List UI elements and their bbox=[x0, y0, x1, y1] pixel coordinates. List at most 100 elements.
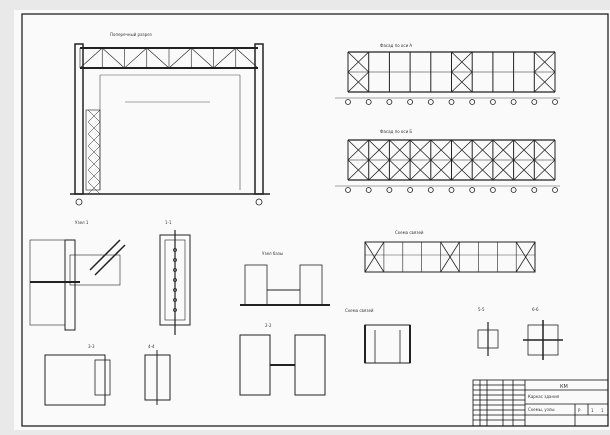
truss-diagonal bbox=[168, 47, 192, 69]
truss-diagonal bbox=[191, 47, 214, 69]
axis-bubble bbox=[365, 99, 372, 105]
drawing-line bbox=[409, 139, 432, 161]
drawing-line bbox=[513, 159, 535, 181]
section-3-outline bbox=[44, 354, 106, 406]
axis-bubble bbox=[510, 99, 517, 105]
drawing-line bbox=[430, 139, 452, 161]
axis-bubble bbox=[427, 99, 434, 105]
drawing-line bbox=[534, 139, 556, 161]
axis-bubble bbox=[531, 187, 538, 193]
axis-bubble bbox=[448, 187, 455, 193]
axis-bubble bbox=[345, 99, 351, 105]
column-brace bbox=[87, 145, 101, 159]
title-frame-section: Поперечный разрез bbox=[110, 32, 152, 37]
axis-bubble bbox=[510, 187, 517, 193]
title-block-sheet: 1 bbox=[591, 408, 594, 413]
axis-bubble bbox=[365, 187, 372, 193]
column-brace bbox=[87, 169, 101, 183]
truss-diagonal bbox=[213, 47, 236, 69]
title-base-node: Узел базы bbox=[262, 251, 283, 256]
bolt bbox=[173, 268, 177, 272]
drawing-line bbox=[347, 159, 369, 181]
title-block-row1: Каркас здания bbox=[528, 394, 560, 399]
axis-bubble bbox=[386, 187, 393, 193]
column-bracing bbox=[85, 109, 101, 191]
axis-bubble bbox=[469, 187, 476, 193]
axis-bubble bbox=[255, 198, 263, 206]
axis-bubble bbox=[552, 99, 558, 105]
bolt bbox=[173, 298, 177, 302]
drawing-line bbox=[389, 159, 411, 181]
title-elevation-a: Фасад по оси А bbox=[380, 43, 412, 48]
bolt bbox=[173, 278, 177, 282]
truss-diagonal bbox=[146, 47, 170, 69]
drawing-line bbox=[471, 159, 494, 181]
node-gusset bbox=[69, 254, 121, 286]
title-section-5: 5-5 bbox=[478, 307, 485, 312]
drawing-line bbox=[347, 71, 369, 93]
axis-bubble bbox=[552, 187, 558, 193]
title-block-sheets: 1 bbox=[601, 408, 604, 413]
title-section-1: 1-1 bbox=[165, 220, 172, 225]
axis-bubble bbox=[386, 99, 393, 105]
axis-bubble bbox=[345, 187, 351, 193]
drawing-line bbox=[347, 139, 369, 161]
drawing-line bbox=[451, 139, 473, 161]
column-brace bbox=[87, 157, 101, 171]
axis-bubble bbox=[448, 99, 455, 105]
drawing-line bbox=[347, 51, 369, 73]
title-section-2: 2-2 bbox=[265, 323, 272, 328]
title-block-stage: Р bbox=[578, 408, 581, 413]
axis-bubble bbox=[469, 99, 476, 105]
title-section-6: 6-6 bbox=[532, 307, 539, 312]
title-block-code: КМ bbox=[560, 384, 568, 390]
drawing-line bbox=[430, 159, 452, 181]
drawing-frame bbox=[21, 13, 609, 427]
drawing-line bbox=[513, 139, 535, 161]
title-node-1: Узел 1 bbox=[75, 220, 89, 225]
bolt bbox=[173, 288, 177, 292]
drawing-line bbox=[368, 159, 390, 181]
drawing-line bbox=[492, 159, 514, 181]
drawing-line bbox=[389, 139, 411, 161]
bolt bbox=[173, 248, 177, 252]
title-section-3: 3-3 bbox=[88, 344, 95, 349]
node-brace bbox=[89, 239, 121, 271]
truss-diagonal bbox=[79, 47, 103, 69]
axis-bubble bbox=[407, 187, 414, 193]
column-brace bbox=[87, 181, 101, 195]
axis-bubble bbox=[407, 99, 414, 105]
bolt bbox=[173, 308, 177, 312]
node-brace bbox=[94, 244, 126, 276]
title-block-row2: Схемы, узлы bbox=[528, 407, 555, 412]
axis-bubble bbox=[75, 198, 83, 206]
axis-bubble bbox=[489, 187, 496, 193]
drawing-line bbox=[451, 51, 473, 73]
column-brace bbox=[87, 121, 101, 135]
drawing-line bbox=[451, 71, 473, 93]
truss-diagonal bbox=[102, 47, 125, 69]
drawing-line bbox=[451, 159, 473, 181]
column-brace bbox=[87, 109, 101, 123]
title-bracing-detail: Схема связей bbox=[345, 308, 374, 313]
axis-bubble bbox=[427, 187, 434, 193]
drawing-line bbox=[492, 139, 514, 161]
truss-diagonal bbox=[235, 47, 259, 69]
title-bracing-plan: Схема связей bbox=[395, 230, 424, 235]
title-section-4: 4-4 bbox=[148, 344, 155, 349]
axis-bubble bbox=[531, 99, 538, 105]
column-brace bbox=[87, 133, 101, 147]
drawing-line bbox=[534, 71, 556, 93]
paper bbox=[14, 10, 610, 430]
drawing-line bbox=[368, 139, 390, 161]
drawing-line bbox=[515, 241, 536, 273]
drawing-line bbox=[409, 159, 432, 181]
drawing-line bbox=[364, 241, 385, 273]
drawing-line bbox=[471, 139, 494, 161]
title-elevation-b: Фасад по оси Б bbox=[380, 129, 412, 134]
section-3-plate bbox=[94, 359, 111, 396]
title-block bbox=[472, 379, 609, 427]
axis-bubble bbox=[489, 99, 496, 105]
drawing-line bbox=[534, 159, 556, 181]
